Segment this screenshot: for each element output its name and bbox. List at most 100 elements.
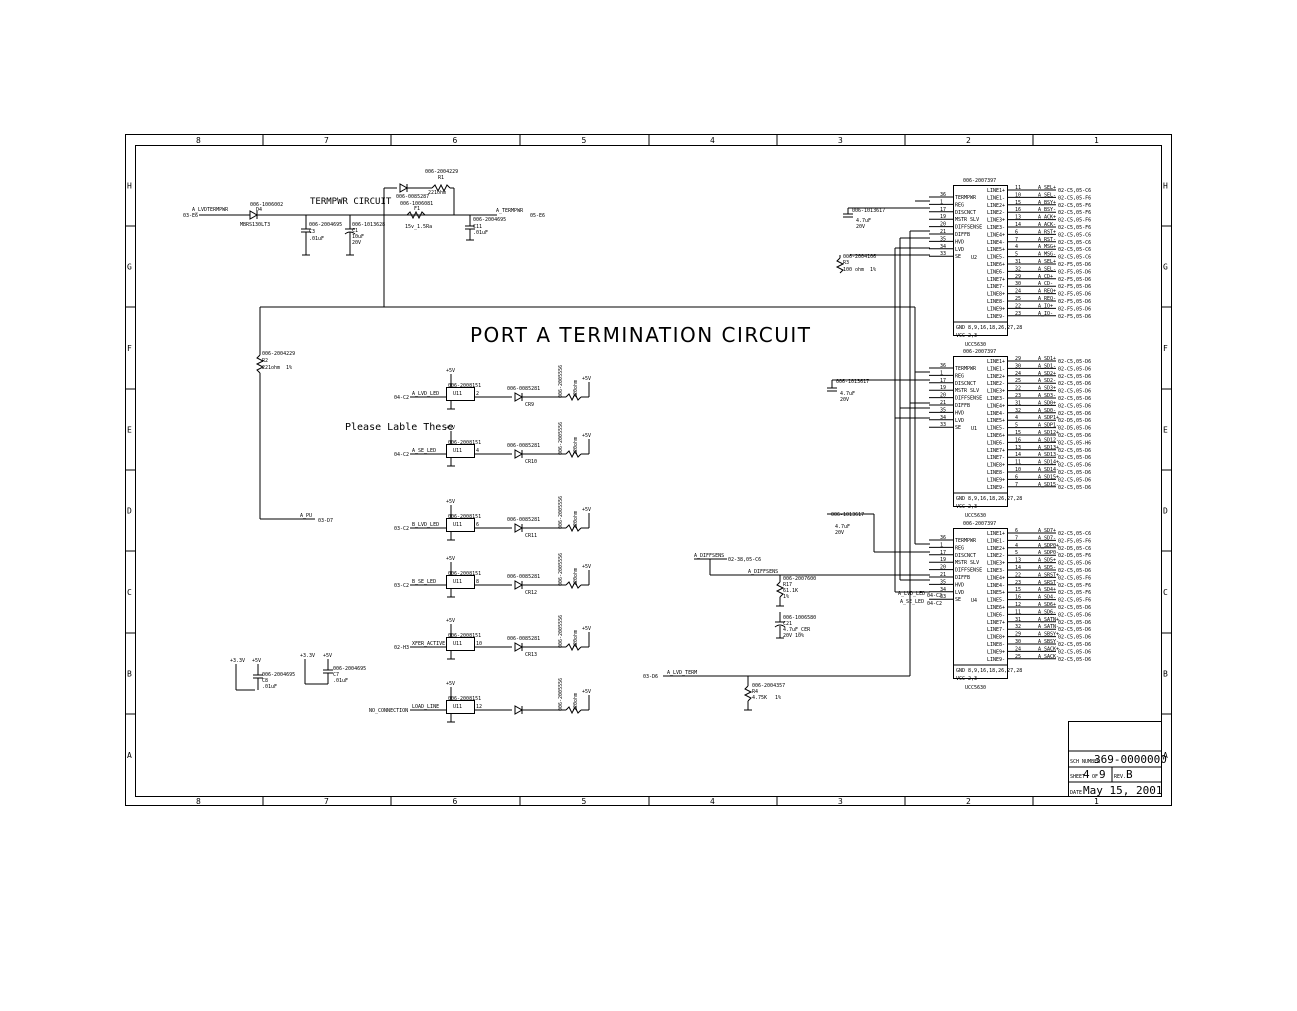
pin-number: 33 xyxy=(940,251,946,257)
net-ref: 03-E6 xyxy=(183,213,198,219)
net-label: A_SD1+ xyxy=(1038,356,1056,362)
pin-number: 21 xyxy=(940,400,946,406)
pin-name: LINE2- xyxy=(987,381,1005,387)
pin-number: 29 xyxy=(1015,632,1021,638)
part-label: 006-2005556 xyxy=(558,678,564,711)
pin-name: LINE8- xyxy=(987,299,1005,305)
pin-name: LINE2+ xyxy=(987,546,1005,552)
part-label: 006-2005556 xyxy=(558,615,564,648)
net-ref: 02-C5,05-F6 xyxy=(1058,598,1091,604)
vcc-pins: VCC 2,3 xyxy=(956,504,977,510)
buffer-ic xyxy=(446,387,475,401)
pin-name: LINE4- xyxy=(987,240,1005,246)
ref-label: C8 xyxy=(262,678,268,684)
net-label: A_SRST+ xyxy=(1038,572,1059,578)
pin-number: 17 xyxy=(940,378,946,384)
net-label: A_SD3- xyxy=(1038,393,1056,399)
net-label: A_SD5- xyxy=(1038,565,1056,571)
title-block-label: REV. xyxy=(1114,774,1126,780)
pin-name: DIFFB xyxy=(955,403,970,409)
pin-number: 5 xyxy=(1015,550,1018,556)
rail-label: +5V xyxy=(582,626,591,632)
net-ref: 02-C5,05-F6 xyxy=(1058,583,1091,589)
pin-number: 11 xyxy=(1015,460,1021,466)
net-ref: 02-C5,05-D6 xyxy=(1058,463,1091,469)
pin-name: LINE1+ xyxy=(987,188,1005,194)
pin-number: 4 xyxy=(1015,244,1018,250)
net-label: A_SD2- xyxy=(1038,378,1056,384)
rail-label: +5V xyxy=(323,653,332,659)
net-label: A_LVD_LED xyxy=(412,391,439,397)
ref-label: U11 xyxy=(453,448,462,454)
pin-number: 10 xyxy=(476,641,482,647)
zone-row-label: D xyxy=(127,507,132,516)
pin-name: LINE6- xyxy=(987,612,1005,618)
net-label: A_SD13- xyxy=(1038,452,1059,458)
sheet-date: May 15, 2001 xyxy=(1083,784,1162,797)
ref-label: CR13 xyxy=(525,652,537,658)
net-label: A_SDP1- xyxy=(1038,423,1059,429)
pin-name: LINE7+ xyxy=(987,277,1005,283)
ref-label: R1 xyxy=(438,175,444,181)
net-ref: 02-D5,05-C6 xyxy=(1058,546,1091,552)
net-label: A_MSG+ xyxy=(1038,244,1056,250)
net-ref: 02-F5,05-D6 xyxy=(1058,262,1091,268)
net-label: A_SATN+ xyxy=(1038,617,1059,623)
value-label: 221ohm xyxy=(428,190,446,196)
part-label: 006-1013617 xyxy=(836,379,869,385)
pin-name: DISCNCT xyxy=(955,381,976,387)
gnd-pins: GND 8,9,16,18,26,27,28 xyxy=(956,496,1022,502)
pin-name: LINE6+ xyxy=(987,262,1005,268)
net-label: A_SE_LED xyxy=(412,448,436,454)
resistor-icon xyxy=(565,392,582,402)
net-ref: 02-D5,05-F6 xyxy=(1058,553,1091,559)
part-label: 006-2008151 xyxy=(448,440,481,446)
net-label: A_SD15- xyxy=(1038,482,1059,488)
part-label: 006-2005556 xyxy=(558,553,564,586)
rail-label: +5V xyxy=(446,499,455,505)
net-label: A_CD- xyxy=(1038,281,1053,287)
led-icon xyxy=(514,580,524,590)
part-label: 006-2004229 xyxy=(262,351,295,357)
pin-name: DISCNCT xyxy=(955,210,976,216)
buffer-ic xyxy=(446,575,475,589)
pin-name: LINE3+ xyxy=(987,389,1005,395)
gnd-pins: GND 8,9,16,18,26,27,28 xyxy=(956,668,1022,674)
ref-label: U1 xyxy=(971,426,977,432)
pin-name: LINE7+ xyxy=(987,448,1005,454)
net-label: A_SD12- xyxy=(1038,437,1059,443)
part-label: 006-2008151 xyxy=(448,383,481,389)
pin-number: 13 xyxy=(1015,558,1021,564)
net-label: A_REQ+ xyxy=(1038,289,1056,295)
net-ref: 02-F5,05-D6 xyxy=(1058,277,1091,283)
net-label: A_ACK- xyxy=(1038,222,1056,228)
net-ref: 02-C5,05-D6 xyxy=(1058,455,1091,461)
ic-body xyxy=(953,185,1008,336)
net-ref: 03-D6 xyxy=(643,674,658,680)
net-label: A_SD7+ xyxy=(1038,528,1056,534)
pin-name: LINE8+ xyxy=(987,292,1005,298)
zone-column-label: 2 xyxy=(966,797,971,806)
schematic-number: 369-0000000 xyxy=(1094,753,1167,766)
pin-number: 13 xyxy=(1015,215,1021,221)
ref-label: CR11 xyxy=(525,533,537,539)
pin-name: DIFFB xyxy=(955,575,970,581)
net-label: A_RST- xyxy=(1038,237,1056,243)
pin-name: LINE2+ xyxy=(987,203,1005,209)
pin-number: 25 xyxy=(1015,378,1021,384)
resistor-icon xyxy=(565,523,582,533)
pin-name: LVD xyxy=(955,590,964,596)
pin-name: TERMPWR xyxy=(955,195,977,201)
pin-number: 35 xyxy=(940,407,946,413)
net-label: A_SDP0+ xyxy=(1038,543,1059,549)
pin-number: 2 xyxy=(476,391,479,397)
pin-name: DIFFSENSE xyxy=(955,396,982,402)
pin-name: LINE3- xyxy=(987,568,1005,574)
pin-name: LINE1+ xyxy=(987,531,1005,537)
zone-row-label: F xyxy=(1163,344,1168,353)
net-ref: 02-C5,05-D6 xyxy=(1058,374,1091,380)
part-label: 006-2004695 xyxy=(333,666,366,672)
no-connection-label: NO_CONNECTION xyxy=(369,708,408,714)
